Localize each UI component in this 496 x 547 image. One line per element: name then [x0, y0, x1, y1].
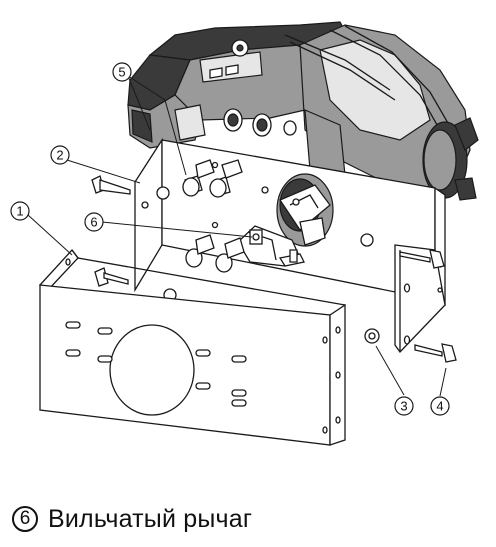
front-bracket	[38, 248, 346, 446]
exploded-assembly-drawing: 1 2 3 4 5 6	[10, 21, 479, 446]
callout-3: 3	[394, 396, 414, 416]
nut-and-bolt	[364, 328, 457, 363]
svg-text:6: 6	[90, 215, 97, 230]
callout-1: 1	[10, 201, 30, 221]
caption-text: Вильчатый рычаг	[48, 504, 253, 533]
callout-5: 5	[112, 62, 132, 82]
part-caption: 6 Вильчатый рычаг	[12, 499, 252, 539]
leader-lines	[27, 75, 447, 397]
svg-text:5: 5	[118, 65, 125, 80]
caption-number: 6	[12, 506, 38, 532]
svg-text:2: 2	[56, 148, 63, 163]
svg-text:3: 3	[400, 399, 407, 414]
callout-6: 6	[84, 212, 104, 232]
callout-2: 2	[50, 145, 70, 165]
callout-4: 4	[430, 396, 450, 416]
bracket-bolts	[91, 159, 445, 302]
fork-lever	[237, 225, 305, 267]
svg-text:4: 4	[436, 399, 443, 414]
svg-text:1: 1	[16, 204, 23, 219]
actuator-body	[127, 21, 479, 201]
shaft-coupling	[276, 173, 334, 247]
